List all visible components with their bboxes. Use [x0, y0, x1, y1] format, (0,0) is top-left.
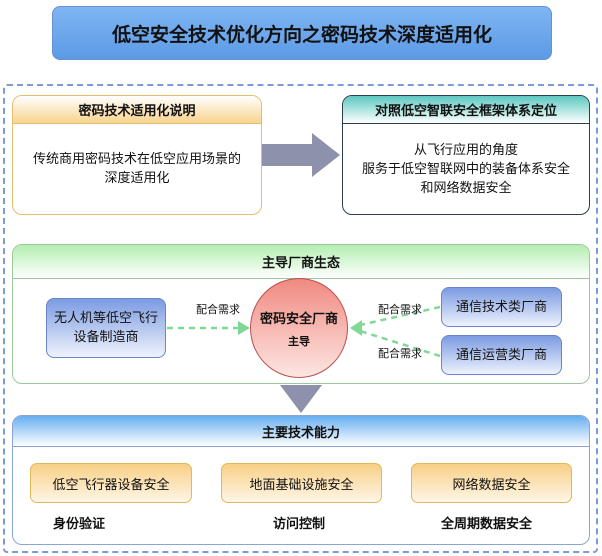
edge-label: 配合需求 [378, 303, 422, 316]
capability-label: 全周期数据安全 [441, 517, 533, 532]
center-name: 密码安全厂商 [259, 311, 338, 327]
manufacturer-box: 无人机等低空飞行 设备制造商 [46, 298, 166, 358]
arrow-vendor-1 [359, 305, 441, 327]
dashed-frame [3, 84, 598, 553]
vendor-box: 通信技术类厂商 [441, 287, 562, 327]
capability-box: 地面基础设施安全 [221, 463, 382, 503]
capability-label: 身份验证 [53, 517, 106, 532]
capabilities-header: 主要技术能力 [13, 416, 589, 447]
capability-box: 网络数据安全 [411, 463, 572, 503]
down-arrow-icon [280, 385, 322, 413]
center-role: 主导 [288, 334, 310, 348]
right-card-line: 和网络数据安全 [420, 180, 512, 196]
manufacturer-line: 无人机等低空飞行 [53, 311, 158, 326]
arrow-vendor-2 [359, 329, 441, 358]
right-arrow-icon [262, 133, 340, 177]
right-card: 对照低空智联安全框架体系定位 从飞行应用的角度 服务于低空智联网中的装备体系安全… [342, 95, 590, 215]
edge-label: 配合需求 [196, 303, 240, 316]
right-card-line: 服务于低空智联网中的装备体系安全 [361, 161, 570, 177]
left-card-header: 密码技术适用化说明 [13, 96, 261, 124]
right-card-header: 对照低空智联安全框架体系定位 [343, 96, 589, 124]
crypto-vendor-circle: 密码安全厂商 主导 [250, 278, 348, 378]
vendor-box: 通信运营类厂商 [441, 335, 562, 375]
manufacturer-line: 设备制造商 [73, 330, 139, 345]
right-card-line: 从飞行应用的角度 [413, 142, 518, 158]
ecosystem-header: 主导厂商生态 [13, 245, 589, 279]
left-card-line: 传统商用密码技术在低空应用场景的 [32, 152, 241, 167]
page-title: 低空安全技术优化方向之密码技术深度适用化 [52, 6, 552, 60]
left-card: 密码技术适用化说明 传统商用密码技术在低空应用场景的 深度适用化 [12, 95, 262, 215]
capability-box: 低空飞行器设备安全 [30, 463, 192, 503]
capability-label: 访问控制 [273, 517, 326, 532]
edge-label: 配合需求 [378, 347, 422, 360]
left-card-line: 深度适用化 [104, 171, 170, 186]
